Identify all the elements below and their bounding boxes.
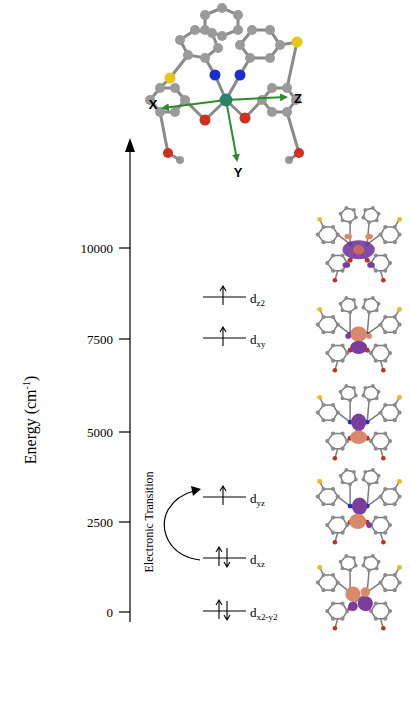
axis-title: Energy (cm (22, 389, 39, 464)
orbital-label: dz2 (250, 292, 265, 308)
orbital-label: d (250, 605, 257, 620)
orbital-label: d (250, 291, 257, 306)
orbital-plot (316, 296, 402, 372)
tick-label: 10000 (81, 242, 114, 255)
orbital-subscript: yz (257, 498, 266, 508)
orbital-label: d (250, 491, 257, 506)
energy-axis (119, 138, 135, 622)
axis-letter: Y (234, 165, 243, 180)
axis-letter: X (149, 98, 158, 111)
tick-label: 0 (107, 606, 114, 619)
molecule-structure (145, 3, 304, 164)
orbital-plot (316, 206, 402, 282)
energy-levels (203, 297, 246, 611)
orbital-plot (316, 468, 402, 544)
axis-letter: Z (294, 91, 302, 106)
tick-label: 10000 (81, 241, 114, 256)
transition-label: Electronic Transition (142, 472, 156, 573)
tick-label: 0 (107, 605, 114, 620)
transition-label: Electronic Transition (143, 472, 155, 573)
electron-arrows (216, 286, 230, 620)
tick-label: 7500 (87, 333, 113, 346)
axis-title: ) (22, 376, 39, 381)
orbital-label: dxz (250, 553, 265, 569)
orbital-subscript: xy (257, 339, 266, 349)
axis-letter: Z (294, 92, 302, 105)
axis-letter: X (149, 97, 158, 112)
orbital-label: d (250, 332, 257, 347)
axis-letter: Y (234, 166, 243, 179)
orbital-label: dxy (250, 333, 266, 349)
orbital-label: dyz (250, 492, 265, 508)
orbital-plot (316, 384, 402, 460)
orbital-subscript: xz (257, 559, 266, 569)
tick-label: 5000 (87, 426, 113, 439)
orbital-label: d (250, 552, 257, 567)
axis-title: Energy (cm-1) (22, 376, 39, 464)
tick-label: 7500 (87, 332, 113, 347)
orbital-plot (316, 554, 402, 630)
orbital-subscript: x2-y2 (257, 612, 278, 622)
tick-label: 2500 (87, 515, 113, 530)
tick-label: 5000 (87, 425, 113, 440)
axis-title-superscript: -1 (21, 381, 32, 389)
tick-label: 2500 (87, 516, 113, 529)
transition-arrow (164, 486, 201, 560)
orbital-label: dx2-y2 (250, 606, 278, 622)
orbital-subscript: z2 (257, 298, 266, 308)
